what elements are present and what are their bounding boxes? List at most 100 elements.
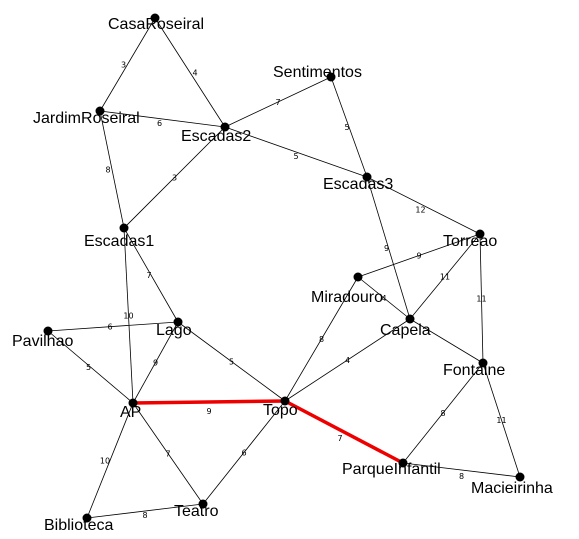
- edge-weight-escadas3-capela: 9: [384, 244, 389, 253]
- edge-weight-lago-ap: 9: [153, 359, 158, 368]
- node-label-ap: AP: [120, 404, 141, 421]
- node-label-capela: Capela: [380, 322, 431, 339]
- edge-weight-torreao-miradouro: 9: [416, 252, 421, 261]
- node-parque-infantil: [398, 458, 408, 468]
- edge-torreao-capela: [409, 233, 481, 320]
- node-label-parque-infantil: ParqueInfantil: [342, 461, 441, 478]
- edge-weight-topo-parque-infantil: 7: [337, 434, 342, 443]
- node-label-lago: Lago: [156, 322, 192, 339]
- edge-sentimentos-escadas2: [224, 76, 332, 128]
- node-capela: [405, 314, 415, 324]
- edge-biblioteca-teatro: [86, 503, 204, 519]
- edge-ap-biblioteca: [86, 402, 134, 519]
- edge-pavilhao-lago: [47, 321, 179, 332]
- edge-casa-roseiral-escadas2: [154, 17, 226, 128]
- node-topo: [280, 396, 290, 406]
- edge-torreao-fontaine: [479, 233, 484, 364]
- node-label-jardim-roseiral: JardimRoseiral: [33, 110, 140, 127]
- node-torreao: [475, 229, 485, 239]
- edge-weight-jardim-roseiral-escadas1: 8: [105, 166, 110, 175]
- edge-weight-parque-infantil-macieirinha: 8: [459, 472, 464, 481]
- edge-weight-ap-topo: 9: [206, 407, 211, 416]
- edge-capela-topo: [284, 318, 411, 402]
- node-label-escadas3: Escadas3: [323, 176, 393, 193]
- node-casa-roseiral: [150, 13, 160, 23]
- edge-escadas3-capela: [366, 176, 411, 320]
- edge-fontaine-parque-infantil: [402, 362, 484, 464]
- edge-escadas1-lago: [123, 227, 179, 323]
- edge-weight-capela-topo: 4: [345, 356, 350, 365]
- node-escadas1: [119, 223, 129, 233]
- nodes-layer: [43, 13, 525, 523]
- node-biblioteca: [82, 513, 92, 523]
- edge-miradouro-capela: [357, 276, 411, 320]
- edge-weight-sentimentos-escadas3: 5: [344, 123, 349, 132]
- edge-weight-jardim-roseiral-escadas2: 6: [157, 119, 162, 128]
- edge-weight-escadas2-escadas3: 5: [293, 152, 298, 161]
- edge-weight-topo-teatro: 6: [241, 449, 246, 458]
- node-labels-layer: CasaRoseiralSentimentosJardimRoseiralEsc…: [12, 16, 553, 534]
- edge-weight-fontaine-macieirinha: 11: [496, 416, 506, 425]
- edge-ap-topo: [132, 399, 286, 405]
- node-pavilhao: [43, 326, 53, 336]
- node-label-miradouro: Miradouro: [311, 289, 383, 306]
- edge-sentimentos-escadas3: [330, 76, 368, 178]
- node-lago: [173, 317, 183, 327]
- edge-weight-biblioteca-teatro: 8: [142, 511, 147, 520]
- edge-escadas2-escadas3: [224, 126, 368, 178]
- node-label-sentimentos: Sentimentos: [273, 64, 362, 81]
- edge-topo-teatro: [202, 400, 286, 505]
- edge-weight-miradouro-capela: 4: [381, 294, 386, 303]
- node-macieirinha: [515, 472, 525, 482]
- node-escadas3: [362, 172, 372, 182]
- edge-ap-teatro: [132, 402, 204, 505]
- node-label-casa-roseiral: CasaRoseiral: [108, 16, 204, 33]
- edge-escadas2-escadas1: [123, 126, 226, 229]
- edge-weight-torreao-capela: 11: [440, 273, 450, 282]
- edge-jardim-roseiral-escadas1: [99, 110, 125, 229]
- edge-weight-escadas2-escadas1: 3: [172, 174, 177, 183]
- edge-weight-escadas1-ap: 10: [123, 312, 133, 321]
- node-jardim-roseiral: [95, 106, 105, 116]
- edge-escadas3-torreao: [366, 176, 481, 235]
- node-label-torreao: Torreao: [443, 233, 497, 250]
- node-fontaine: [478, 358, 488, 368]
- edge-torreao-miradouro: [357, 233, 481, 278]
- edge-weight-casa-roseiral-jardim-roseiral: 3: [121, 61, 126, 70]
- node-miradouro: [353, 272, 363, 282]
- edge-jardim-roseiral-escadas2: [99, 110, 226, 128]
- node-label-escadas2: Escadas2: [181, 128, 251, 145]
- node-label-biblioteca: Biblioteca: [44, 517, 113, 534]
- edge-miradouro-topo: [284, 276, 359, 402]
- edge-weight-torreao-fontaine: 11: [476, 295, 486, 304]
- node-sentimentos: [326, 72, 336, 82]
- node-label-teatro: Teatro: [174, 503, 219, 520]
- edge-casa-roseiral-jardim-roseiral: [99, 17, 156, 112]
- edge-fontaine-macieirinha: [482, 362, 521, 478]
- edge-lago-topo: [177, 321, 286, 402]
- edge-weight-sentimentos-escadas2: 7: [275, 98, 280, 107]
- edge-weight-escadas1-lago: 7: [146, 271, 151, 280]
- node-label-escadas1: Escadas1: [84, 233, 154, 250]
- node-label-pavilhao: Pavilhao: [12, 333, 73, 350]
- edge-lago-ap: [132, 321, 179, 404]
- edge-weight-escadas3-torreao: 12: [415, 206, 425, 215]
- edge-pavilhao-ap: [47, 330, 134, 404]
- edge-topo-parque-infantil: [284, 399, 404, 465]
- edge-escadas1-ap: [123, 227, 134, 404]
- edge-weight-fontaine-parque-infantil: 8: [440, 409, 445, 418]
- edge-weight-casa-roseiral-escadas2: 4: [192, 69, 197, 78]
- edge-capela-fontaine: [409, 318, 484, 364]
- node-label-topo: Topo: [263, 402, 298, 419]
- edge-weight-miradouro-topo: 8: [319, 335, 324, 344]
- node-label-macieirinha: Macieirinha: [471, 480, 553, 497]
- node-ap: [128, 398, 138, 408]
- edge-weight-lago-topo: 5: [229, 358, 234, 367]
- edge-parque-infantil-macieirinha: [402, 462, 521, 478]
- edge-weight-pavilhao-ap: 5: [86, 363, 91, 372]
- edge-weight-ap-teatro: 7: [165, 450, 170, 459]
- node-label-fontaine: Fontaine: [443, 362, 505, 379]
- edge-weight-ap-biblioteca: 10: [100, 457, 110, 466]
